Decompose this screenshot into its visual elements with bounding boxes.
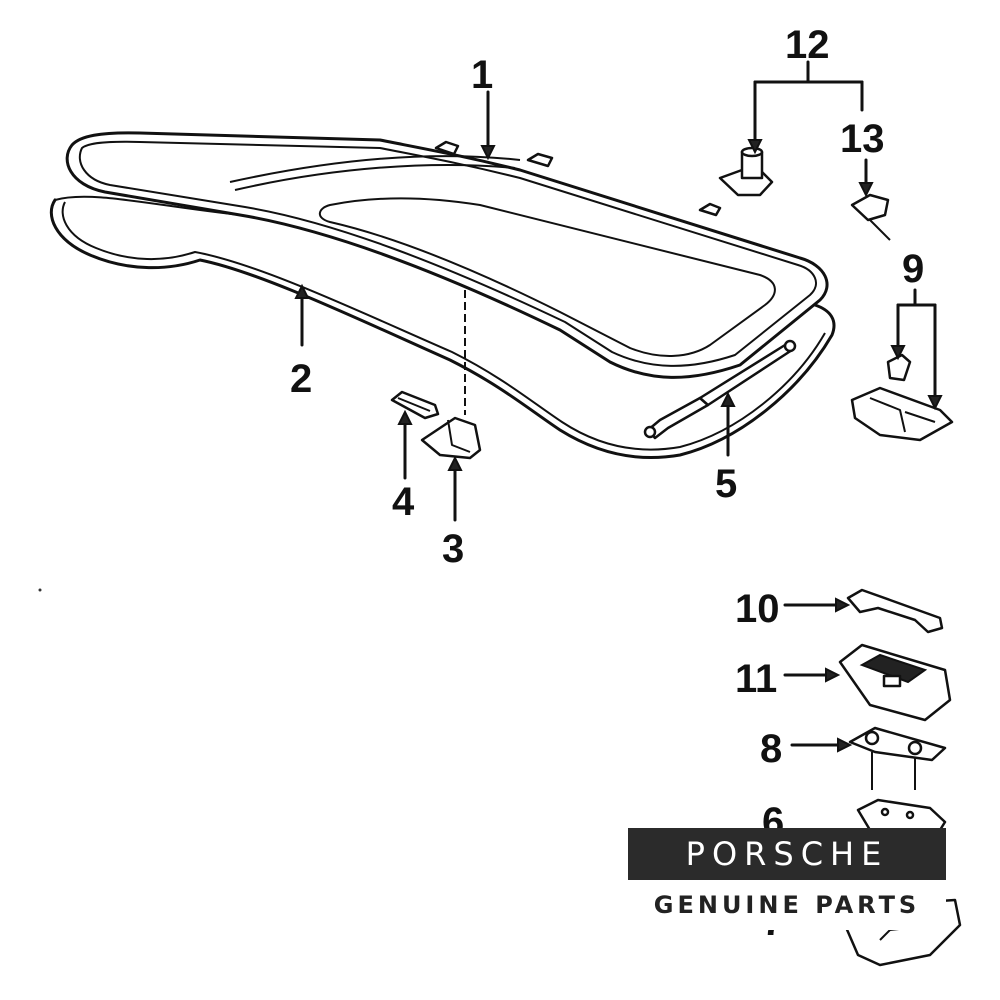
part-12-retainer <box>718 146 774 197</box>
callout-13: 13 <box>840 117 885 161</box>
part-5-strut <box>643 339 797 440</box>
callout-2: 2 <box>290 357 312 401</box>
callout-9: 9 <box>902 247 924 291</box>
callout-numbers: 1 2 3 4 5 6 7 8 9 10 11 12 13 <box>290 23 924 944</box>
part-8-bracket <box>848 726 947 790</box>
callout-1: 1 <box>471 53 493 97</box>
callout-4: 4 <box>392 480 415 524</box>
callout-5: 5 <box>715 462 737 506</box>
stray-dot <box>38 588 42 592</box>
callout-8: 8 <box>760 727 782 771</box>
part-4-clip <box>390 390 440 420</box>
brand-tagline: GENUINE PARTS <box>628 880 946 930</box>
part-11-tray <box>838 643 952 722</box>
part-2-seal <box>49 195 836 460</box>
callout-12: 12 <box>785 23 830 67</box>
part-6-latch <box>856 798 947 832</box>
brand-logo-box: PORSCHE <box>628 828 946 880</box>
callout-10: 10 <box>735 587 780 631</box>
part-1-window-frame <box>65 131 829 379</box>
part-3-mount <box>420 290 482 460</box>
callout-11: 11 <box>735 657 777 701</box>
brand-name: PORSCHE <box>685 835 889 873</box>
part-13-clip <box>850 193 891 241</box>
part-10-handle <box>846 588 944 634</box>
callout-3: 3 <box>442 527 464 571</box>
